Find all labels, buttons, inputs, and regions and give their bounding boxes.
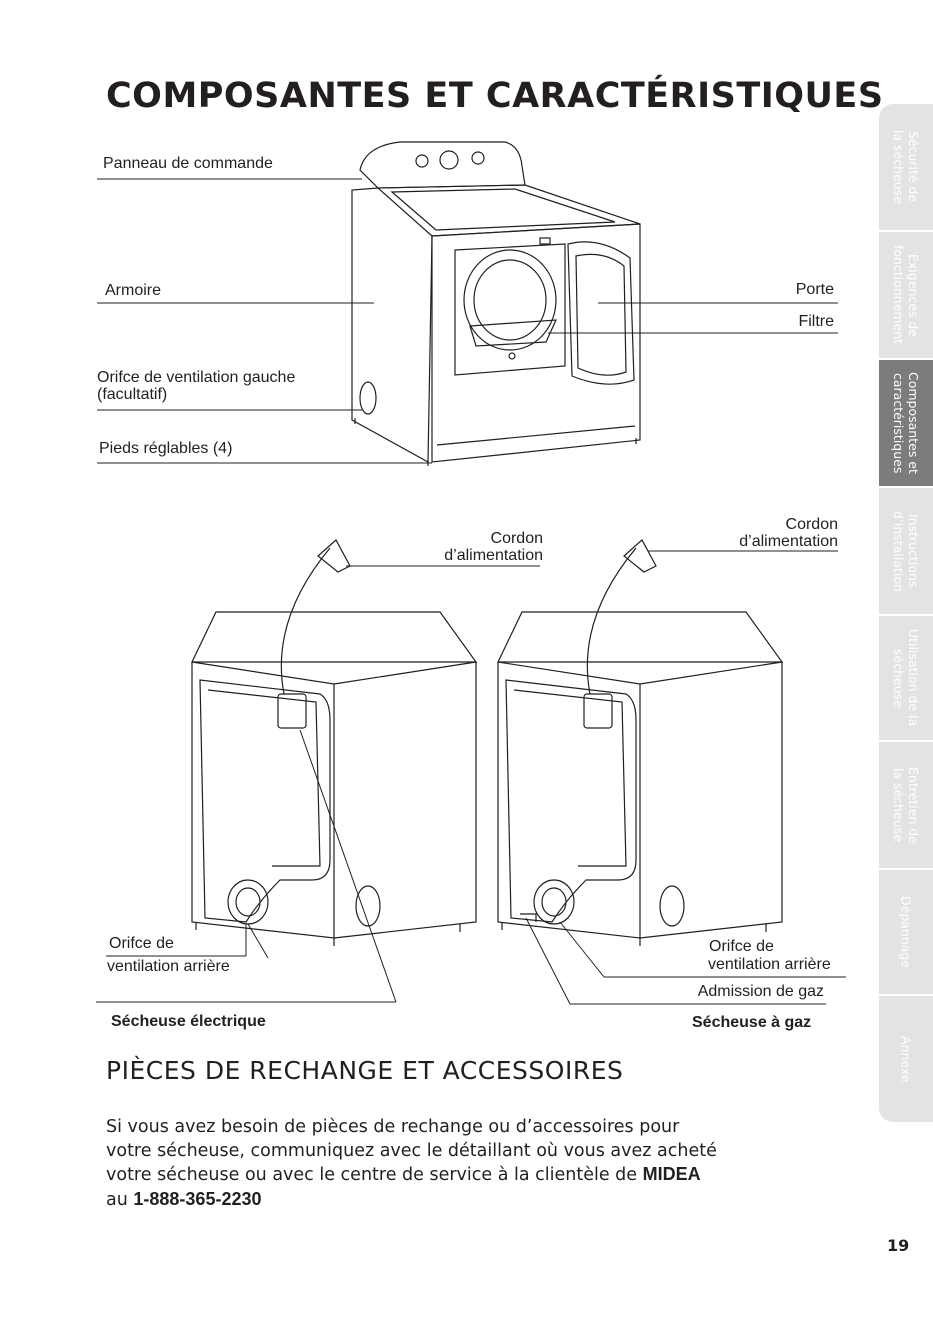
paragraph-line: Si vous avez besoin de pièces de rechang… [106, 1117, 680, 1137]
label-left-cord-2: d’alimentation [444, 547, 543, 564]
label-right-cord-1: Cordon [785, 516, 838, 533]
tab-dryer-safety[interactable]: Sécurité de la sécheuse [879, 104, 933, 232]
tab-operating-requirements[interactable]: Exigences de fonctionnement [879, 232, 933, 360]
paragraph-line: votre sécheuse, communiquez avec le déta… [106, 1140, 717, 1161]
label-left-vent-2: (facultatif) [97, 386, 168, 403]
section-paragraph: Si vous avez besoin de pièces de rechang… [106, 1116, 826, 1212]
brand-name: MIDEA [642, 1164, 701, 1184]
label-left-rear-vent-2: ventilation arrière [107, 958, 230, 975]
label-right-rear-vent-1: Orifce de [709, 938, 774, 955]
tab-troubleshooting[interactable]: Dépannage [879, 870, 933, 996]
label-door: Porte [795, 281, 834, 298]
caption-gas-dryer: Sécheuse à gaz [692, 1014, 812, 1031]
tab-dryer-use[interactable]: Utilisation de la sécheuse [879, 616, 933, 742]
label-gas-inlet: Admission de gaz [697, 983, 824, 1000]
tab-installation[interactable]: Instructions d’installation [879, 488, 933, 616]
label-right-cord-2: d’alimentation [739, 533, 838, 550]
paragraph-line: au 1-888-365-2230 [106, 1188, 262, 1210]
paragraph-line: votre sécheuse ou avec le centre de serv… [106, 1164, 701, 1185]
caption-electric-dryer: Sécheuse électrique [111, 1013, 266, 1030]
phone-number[interactable]: 1-888-365-2230 [133, 1188, 262, 1209]
page-title: COMPOSANTES ET CARACTÉRISTIQUES [106, 76, 884, 116]
label-left-rear-vent-1: Orifce de [109, 935, 174, 952]
label-feet: Pieds réglables (4) [99, 440, 233, 457]
label-filter: Filtre [798, 313, 834, 330]
label-control-panel: Panneau de commande [103, 155, 273, 172]
tab-appendix[interactable]: Annexe [879, 996, 933, 1122]
label-right-rear-vent-2: ventilation arrière [708, 956, 831, 973]
label-left-cord-1: Cordon [490, 530, 543, 547]
page-number: 19 [887, 1236, 910, 1255]
label-left-vent-1: Orifce de ventilation gauche [97, 369, 296, 386]
tab-dryer-care[interactable]: Entretien de la sécheuse [879, 742, 933, 870]
section-heading: PIÈCES DE RECHANGE ET ACCESSOIRES [106, 1056, 624, 1085]
tab-components-features[interactable]: Composantes et caractéristiques [879, 360, 933, 488]
label-cabinet: Armoire [105, 282, 162, 299]
chapter-tabs: Sécurité de la sécheuse Exigences de fon… [879, 104, 933, 1122]
